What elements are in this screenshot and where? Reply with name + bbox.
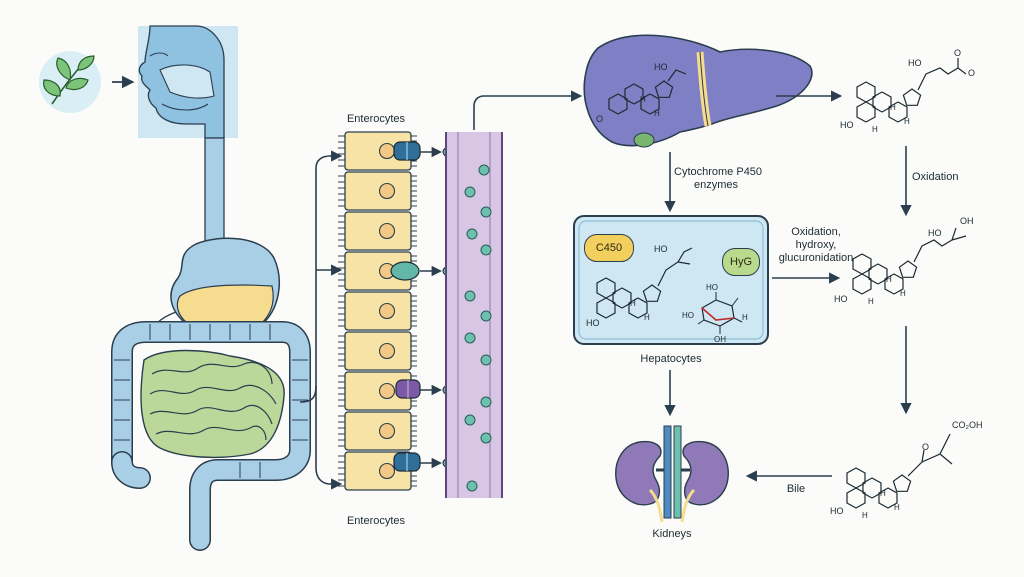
oxidation-label: Oxidation bbox=[912, 171, 959, 183]
svg-text:HO: HO bbox=[586, 318, 600, 328]
c450-enzyme-badge: C450 bbox=[584, 234, 634, 262]
svg-text:O: O bbox=[596, 114, 603, 124]
svg-text:H: H bbox=[886, 275, 892, 284]
intestine-icon bbox=[111, 321, 311, 551]
ohg-label-line1: Oxidation, bbox=[791, 226, 841, 238]
bile-label: Bile bbox=[786, 483, 806, 495]
kidneys-label: Kidneys bbox=[652, 528, 692, 540]
molecule-bottom: O CO₂OH HO H H H bbox=[830, 420, 983, 520]
hepatocyte-molecule: HO HO H H bbox=[586, 244, 693, 328]
enterocytes-top-label: Enterocytes bbox=[346, 113, 406, 125]
hyg-enzyme-badge: HyG bbox=[722, 248, 760, 276]
molecule-middle: HO OH HO H H H bbox=[834, 216, 974, 306]
cytochrome-label-line1: Cytochrome P450 bbox=[674, 166, 763, 178]
arrow-vessel-to-liver bbox=[473, 90, 583, 130]
liver-molecule: HO O H H bbox=[596, 62, 687, 124]
svg-text:H: H bbox=[890, 103, 896, 112]
svg-text:H: H bbox=[872, 125, 878, 134]
liver-icon bbox=[583, 34, 813, 148]
svg-text:OH: OH bbox=[714, 335, 726, 344]
head-profile-icon bbox=[138, 25, 238, 139]
svg-text:H: H bbox=[900, 289, 906, 298]
ohg-label-line2: hydroxy, bbox=[795, 239, 837, 251]
svg-text:H: H bbox=[894, 503, 900, 512]
molecule-top: HO O O HO H H H bbox=[840, 48, 975, 134]
svg-text:H: H bbox=[880, 489, 886, 498]
svg-text:HO: HO bbox=[706, 283, 718, 292]
svg-text:HO: HO bbox=[908, 58, 922, 68]
svg-text:HO: HO bbox=[654, 244, 668, 254]
kidneys-icon bbox=[615, 425, 729, 523]
svg-text:O: O bbox=[968, 68, 975, 78]
svg-text:OH: OH bbox=[960, 216, 974, 226]
svg-text:H: H bbox=[742, 313, 748, 322]
svg-text:HO: HO bbox=[654, 62, 668, 72]
svg-text:H: H bbox=[654, 109, 660, 118]
svg-text:O: O bbox=[922, 442, 929, 452]
enterocytes-bottom-label: Enterocytes bbox=[346, 515, 406, 527]
svg-text:HO: HO bbox=[928, 228, 942, 238]
svg-text:H: H bbox=[904, 117, 910, 126]
svg-text:H: H bbox=[630, 299, 636, 308]
ohg-label-line3: glucuronidation bbox=[778, 252, 854, 264]
svg-text:O: O bbox=[954, 48, 961, 58]
svg-text:HO: HO bbox=[682, 311, 694, 320]
glucuronide-sugar: HO HO OH H bbox=[682, 283, 748, 344]
hepatocytes-label: Hepatocytes bbox=[640, 353, 702, 365]
svg-text:HO: HO bbox=[830, 506, 844, 516]
cytochrome-label-line2: enzymes bbox=[694, 179, 739, 191]
svg-text:H: H bbox=[644, 313, 650, 322]
svg-text:H: H bbox=[868, 297, 874, 306]
svg-text:H: H bbox=[640, 95, 646, 104]
stomach-icon bbox=[151, 137, 281, 341]
blood-vessel bbox=[445, 132, 503, 498]
svg-text:H: H bbox=[862, 511, 868, 520]
enterocyte-column bbox=[338, 131, 418, 491]
svg-text:HO: HO bbox=[840, 120, 854, 130]
leaf-icon bbox=[39, 51, 101, 113]
svg-text:CO₂OH: CO₂OH bbox=[952, 420, 983, 430]
svg-text:HO: HO bbox=[834, 294, 848, 304]
branch-arrows bbox=[299, 150, 343, 490]
